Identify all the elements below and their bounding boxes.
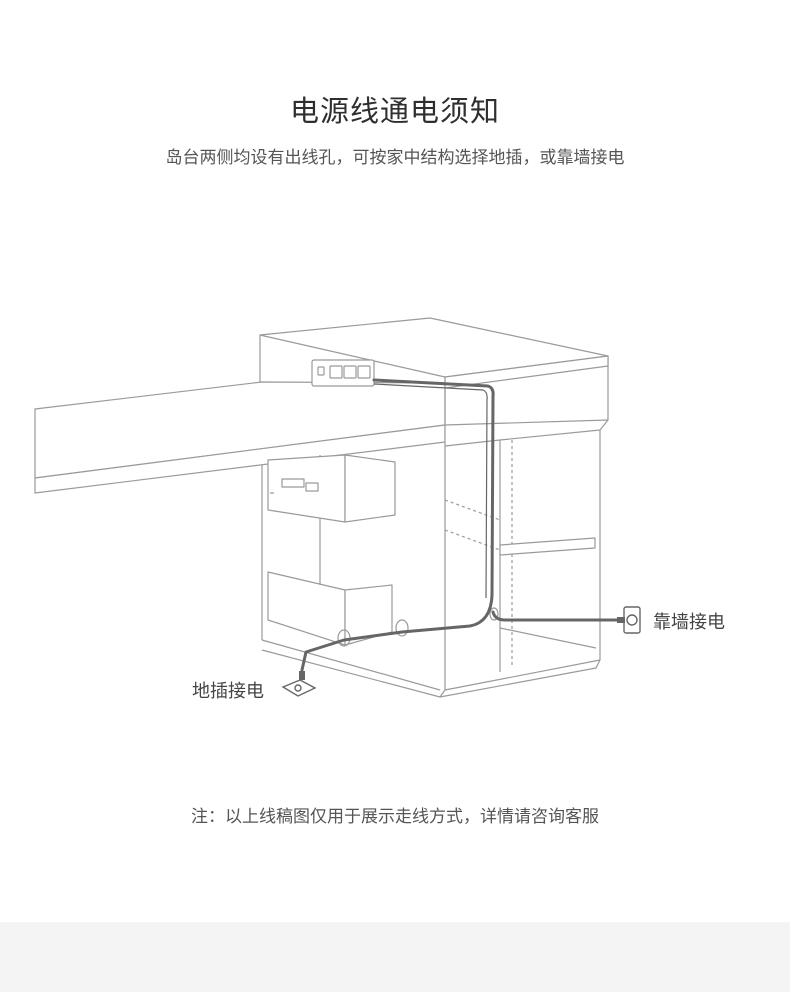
island-desk-line-drawing (34, 317, 641, 698)
disclaimer-note: 注：以上线稿图仅用于展示走线方式，详情请咨询客服 (191, 807, 599, 827)
page-subtitle: 岛台两侧均设有出线孔，可按家中结构选择地插，或靠墙接电 (165, 148, 625, 168)
power-strip (311, 359, 375, 387)
cabinet-left (261, 454, 499, 698)
wall-socket-icon (623, 606, 641, 634)
floor-power-label: 地插接电 (192, 681, 264, 702)
cable-route (300, 378, 620, 672)
page-title: 电源线通电须知 (289, 94, 500, 128)
desk-top (34, 381, 446, 494)
footer-band (0, 922, 790, 992)
floor-socket-icon (281, 679, 317, 697)
cabinet-right (439, 419, 609, 698)
wall-power-label: 靠墙接电 (653, 612, 725, 633)
